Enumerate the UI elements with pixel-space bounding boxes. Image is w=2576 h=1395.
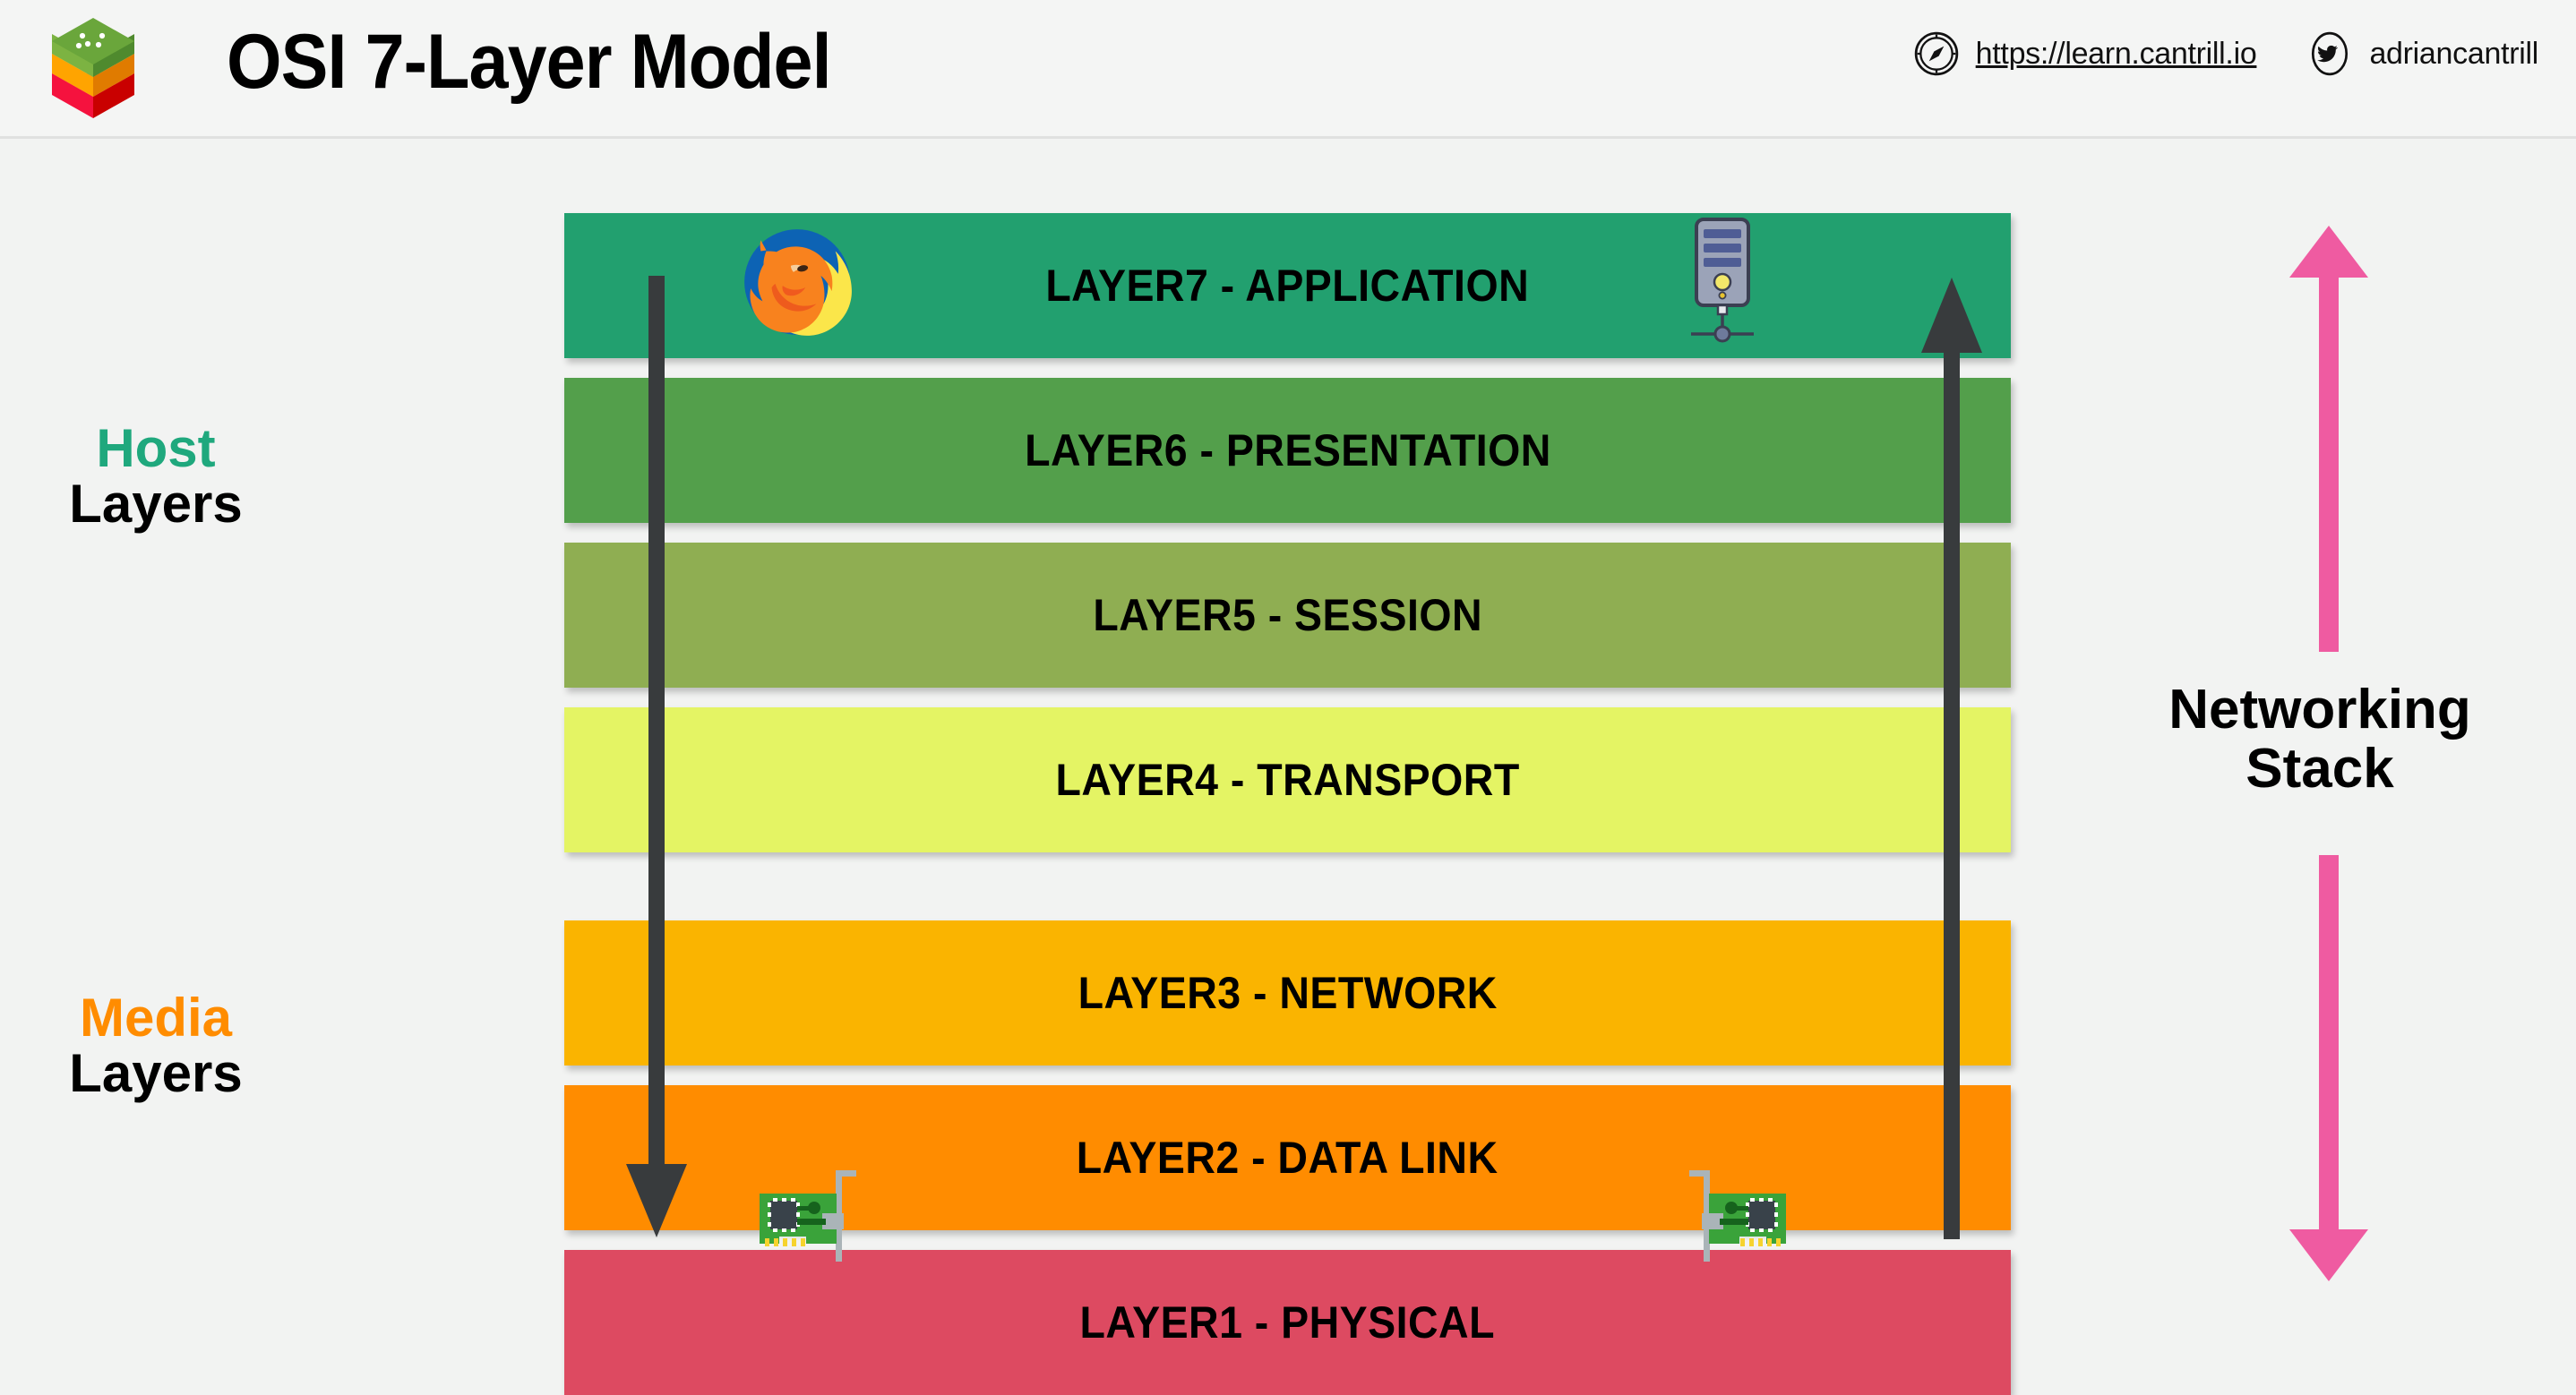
layer-bar-6[interactable]: LAYER6 - PRESENTATION [564,378,2011,523]
networking-stack-label: Networking Stack [2078,680,2562,798]
networking-stack-line1: Networking [2168,679,2471,740]
cantrill-stacked-cube-logo [43,18,143,118]
stack-down-arrow [2289,855,2368,1281]
layer-label-4: LAYER4 - TRANSPORT [1055,755,1520,805]
stack-up-arrow [2289,226,2368,652]
layer-label-5: LAYER5 - SESSION [1093,590,1482,640]
network-card-icon [1689,1170,1786,1262]
firefox-browser-icon [744,229,852,336]
page-title: OSI 7-Layer Model [227,19,832,105]
layer-label-1: LAYER1 - PHYSICAL [1079,1297,1496,1348]
twitter-link[interactable]: adriancantrill [2306,30,2538,77]
layer-bar-5[interactable]: LAYER5 - SESSION [564,543,2011,688]
network-card-icon [760,1170,856,1262]
website-link-label: https://learn.cantrill.io [1975,36,2257,71]
networking-stack-line2: Stack [2245,737,2394,800]
osi-layer-stack: LAYER7 - APPLICATION LAYER6 - PRESENTATI… [564,213,2011,1395]
compass-icon [1914,31,1958,76]
host-plain-word: Layers [69,473,243,534]
header-links: https://learn.cantrill.io adriancantrill [1913,30,2538,77]
twitter-handle-label: adriancantrill [2369,36,2538,71]
page-header: OSI 7-Layer Model https://learn.cantrill… [0,0,2576,139]
layer-label-3: LAYER3 - NETWORK [1078,968,1498,1018]
media-layers-label: Media Layers [0,990,344,1101]
layer-label-7: LAYER7 - APPLICATION [1045,261,1530,311]
media-plain-word: Layers [69,1042,243,1103]
website-link[interactable]: https://learn.cantrill.io [1913,30,2257,77]
layer-bar-1[interactable]: LAYER1 - PHYSICAL [564,1250,2011,1395]
host-layers-label: Host Layers [0,421,344,532]
host-accent-word: Host [96,418,216,478]
layer-label-2: LAYER2 - DATA LINK [1077,1133,1498,1183]
layer-bar-4[interactable]: LAYER4 - TRANSPORT [564,707,2011,852]
encapsulation-down-arrow [626,276,687,1237]
media-accent-word: Media [79,988,233,1048]
layer-bar-3[interactable]: LAYER3 - NETWORK [564,920,2011,1066]
server-tower-icon [1691,218,1754,343]
decapsulation-up-arrow [1921,278,1982,1239]
layer-label-6: LAYER6 - PRESENTATION [1024,425,1551,475]
twitter-bird-icon [2312,31,2348,76]
